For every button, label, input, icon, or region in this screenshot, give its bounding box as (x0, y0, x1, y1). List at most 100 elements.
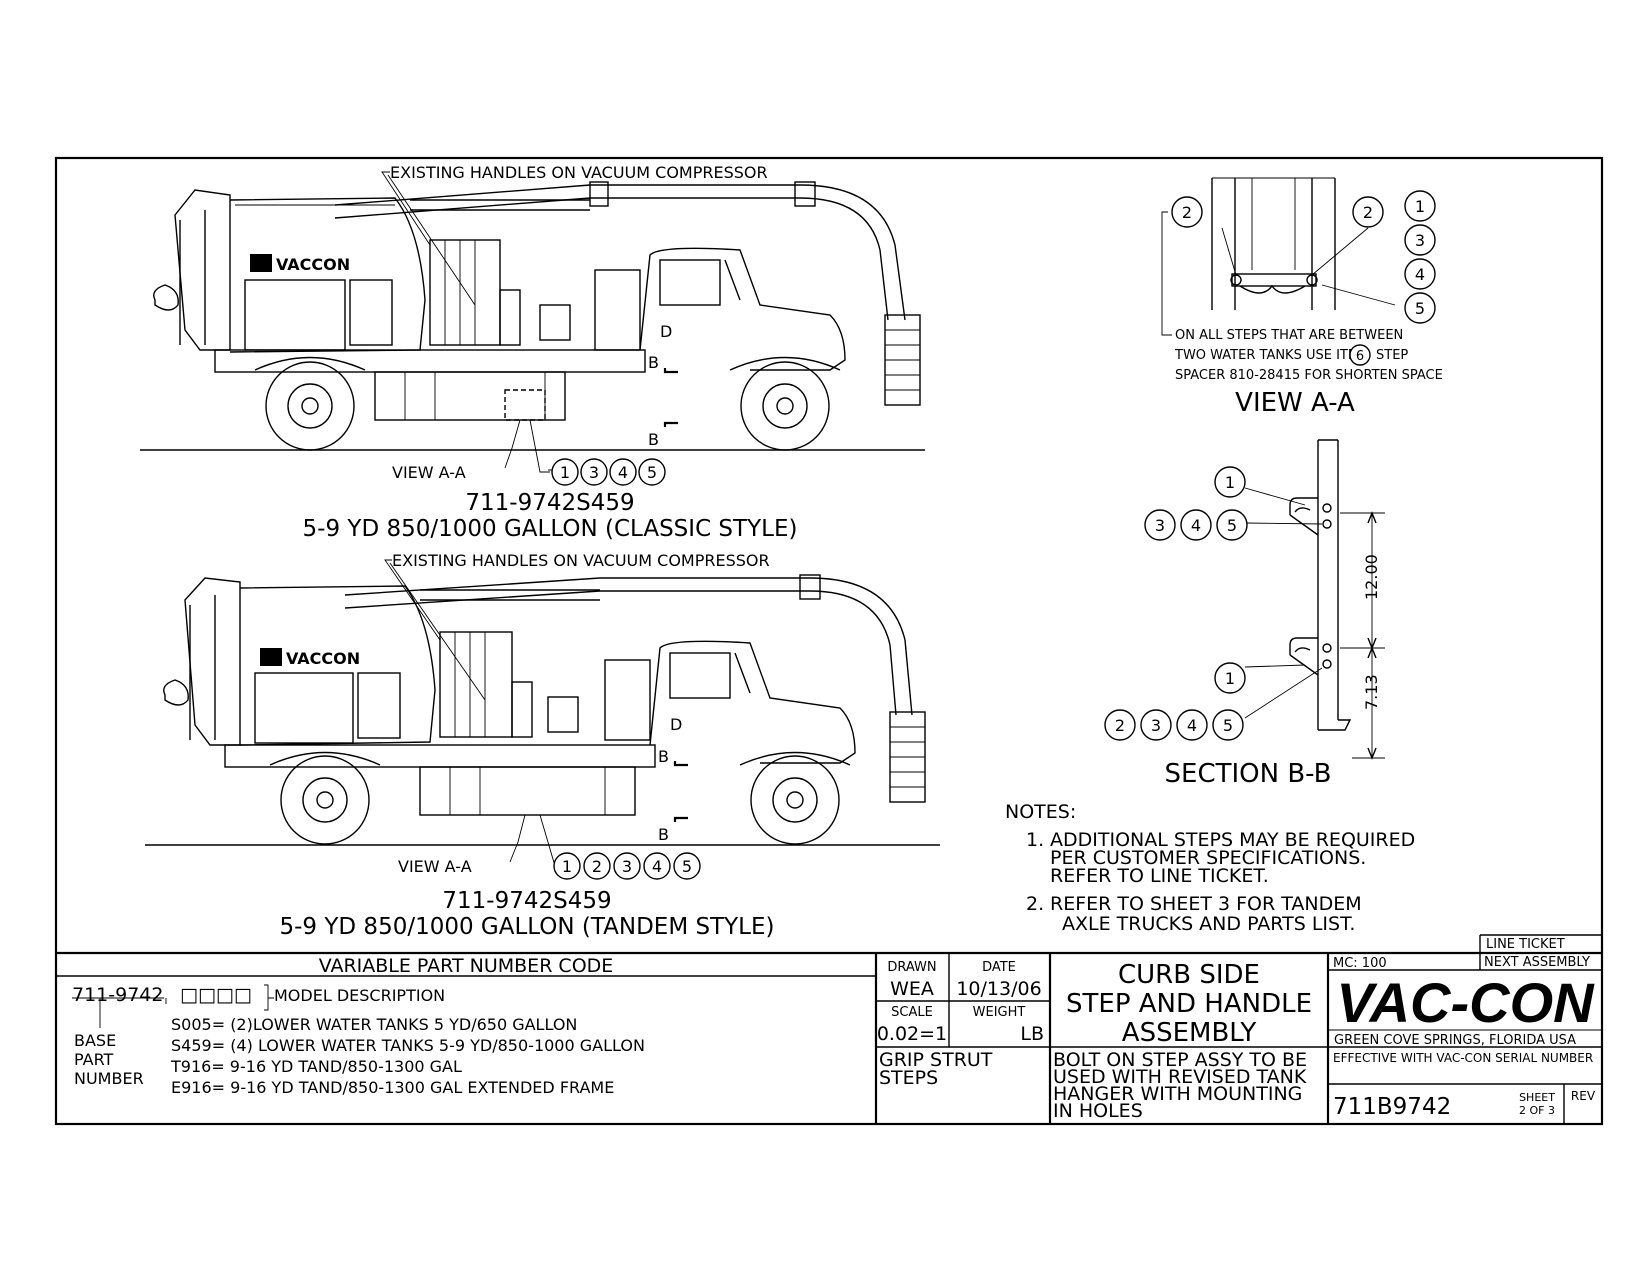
drawing-title-1: CURB SIDE (1118, 960, 1260, 990)
note-2-number: 2. (1026, 893, 1044, 915)
truck-classic-callouts (381, 171, 678, 473)
truck-classic-description: 5-9 YD 850/1000 GALLON (CLASSIC STYLE) (303, 516, 798, 542)
bubble: 2 (1182, 203, 1192, 222)
section-bb-bubbles: 1 3 4 5 1 2 3 4 5 (1104, 466, 1248, 741)
view-aa-drawing (1161, 177, 1396, 336)
bubble: 1 (562, 857, 572, 876)
drawing-title-2: STEP AND HANDLE (1066, 989, 1312, 1019)
truck-tandem-description: 5-9 YD 850/1000 GALLON (TANDEM STYLE) (279, 914, 774, 940)
truck-tandem-section-b-bottom: B (658, 825, 669, 844)
date-label: DATE (982, 960, 1016, 975)
note-1-line-3: REFER TO LINE TICKET. (1050, 865, 1269, 887)
next-assembly: NEXT ASSEMBLY (1484, 955, 1590, 970)
notes: NOTES: 1. ADDITIONAL STEPS MAY BE REQUIR… (1005, 801, 1415, 935)
bubble: 1 (1225, 473, 1235, 492)
truck-classic-callout: EXISTING HANDLES ON VACUUM COMPRESSOR (390, 163, 768, 182)
view-aa-note-line3: SPACER 810-28415 FOR SHORTEN SPACE (1175, 368, 1443, 383)
view-aa-note-line2a: TWO WATER TANKS USE ITEM (1174, 348, 1367, 363)
note-1-line-1: ADDITIONAL STEPS MAY BE REQUIRED (1050, 829, 1415, 851)
drawing-number: 711B9742 (1333, 1094, 1451, 1120)
truck-classic-section-b-top: B (648, 353, 659, 372)
bubble: 1 (1415, 197, 1425, 216)
bubble: 4 (1415, 265, 1425, 284)
bubble: 3 (1155, 516, 1165, 535)
sheet-border (54, 156, 1604, 1126)
drawn-value: WEA (890, 978, 934, 1000)
sheet-label: SHEET (1519, 1091, 1555, 1104)
vpn-boxes: □□□□ (180, 984, 252, 1006)
vpn-base-label-1: BASE (74, 1031, 116, 1050)
note-2-line-2: AXLE TRUCKS AND PARTS LIST. (1062, 913, 1355, 935)
line-ticket: LINE TICKET (1486, 937, 1565, 952)
view-aa-note-line2b: STEP (1376, 348, 1408, 363)
rev-label: REV (1571, 1089, 1596, 1103)
material-line-2: STEPS (879, 1067, 938, 1089)
view-aa-note-line1: ON ALL STEPS THAT ARE BETWEEN (1175, 328, 1403, 343)
section-bb-dim-lower: 7.13 (1362, 674, 1381, 710)
bubble: 5 (682, 857, 692, 876)
section-bb-drawing (1244, 439, 1385, 760)
scale-label: SCALE (891, 1005, 933, 1020)
vpn-option: T916= 9-16 YD TAND/850-1300 GAL (170, 1057, 462, 1076)
drawn-label: DRAWN (887, 960, 936, 975)
view-aa-bubbles: 2 2 1 3 4 5 (1171, 190, 1436, 324)
company-location: GREEN COVE SPRINGS, FLORIDA USA (1334, 1033, 1576, 1048)
mc-number: MC: 100 (1333, 956, 1387, 971)
vpn-base-label-3: NUMBER (74, 1069, 144, 1088)
drawing-desc-4: IN HOLES (1053, 1100, 1143, 1122)
note-1-line-2: PER CUSTOMER SPECIFICATIONS. (1050, 847, 1366, 869)
bubble: 4 (652, 857, 662, 876)
vpn-base-code: 711-9742 (72, 984, 163, 1006)
note-2-line-1: REFER TO SHEET 3 FOR TANDEM (1050, 893, 1362, 915)
bubble: 5 (1415, 299, 1425, 318)
bubble: 1 (1225, 669, 1235, 688)
truck-tandem-part-number: 711-9742S459 (442, 888, 611, 914)
truck-tandem-callout: EXISTING HANDLES ON VACUUM COMPRESSOR (392, 551, 770, 570)
drawing-title-3: ASSEMBLY (1122, 1018, 1257, 1048)
bubble: 3 (1151, 716, 1161, 735)
section-bb-dim-upper: 12.00 (1362, 554, 1381, 600)
truck-tandem-logo-mark (260, 648, 282, 666)
truck-classic-section-b-bottom: B (648, 430, 659, 449)
bubble: 5 (1227, 516, 1237, 535)
section-bb-title: SECTION B-B (1165, 759, 1332, 789)
view-aa-note-item: 6 (1356, 349, 1364, 364)
vpn-model-description: MODEL DESCRIPTION (274, 986, 445, 1005)
bubble: 2 (592, 857, 602, 876)
sheet-value: 2 OF 3 (1519, 1104, 1555, 1117)
truck-classic-drawing (140, 181, 925, 451)
view-aa-title: VIEW A-A (1235, 388, 1355, 418)
truck-classic-door-mark: D (660, 322, 672, 341)
bubble: 3 (622, 857, 632, 876)
vpn-option: S459= (4) LOWER WATER TANKS 5-9 YD/850-1… (171, 1036, 645, 1055)
bubble: 2 (1363, 203, 1373, 222)
company-logo: VAC-CON (1336, 971, 1595, 1034)
truck-classic-logo: VACCON (276, 255, 350, 274)
truck-classic-part-number: 711-9742S459 (465, 490, 634, 516)
bubble: 5 (647, 463, 657, 482)
notes-heading: NOTES: (1005, 801, 1076, 823)
drawing-desc-1: BOLT ON STEP ASSY TO BE (1053, 1049, 1307, 1071)
truck-tandem-drawing (145, 574, 940, 846)
scale-value: 0.02=1 (877, 1023, 947, 1045)
truck-classic-bubbles: 1 3 4 5 (551, 458, 666, 486)
effective-serial: EFFECTIVE WITH VAC-CON SERIAL NUMBER (1333, 1051, 1593, 1065)
title-block-lines (56, 934, 1602, 1124)
note-1-number: 1. (1026, 829, 1044, 851)
truck-tandem-bubbles: 1 2 3 4 5 (553, 852, 701, 880)
drawing-desc-2: USED WITH REVISED TANK (1053, 1066, 1307, 1088)
drawing-desc-3: HANGER WITH MOUNTING (1053, 1083, 1302, 1105)
vpn-base-label-2: PART (74, 1050, 114, 1069)
weight-label: WEIGHT (973, 1005, 1026, 1020)
date-value: 10/13/06 (956, 978, 1041, 1000)
bubble: 2 (1115, 716, 1125, 735)
bubble: 5 (1223, 716, 1233, 735)
bubble: 4 (1187, 716, 1197, 735)
bubble: 1 (560, 463, 570, 482)
truck-classic-logo-mark (250, 254, 272, 272)
vpn-header: VARIABLE PART NUMBER CODE (319, 955, 614, 977)
truck-tandem-door-mark: D (670, 715, 682, 734)
bubble: 4 (618, 463, 628, 482)
truck-tandem-section-b-top: B (658, 747, 669, 766)
